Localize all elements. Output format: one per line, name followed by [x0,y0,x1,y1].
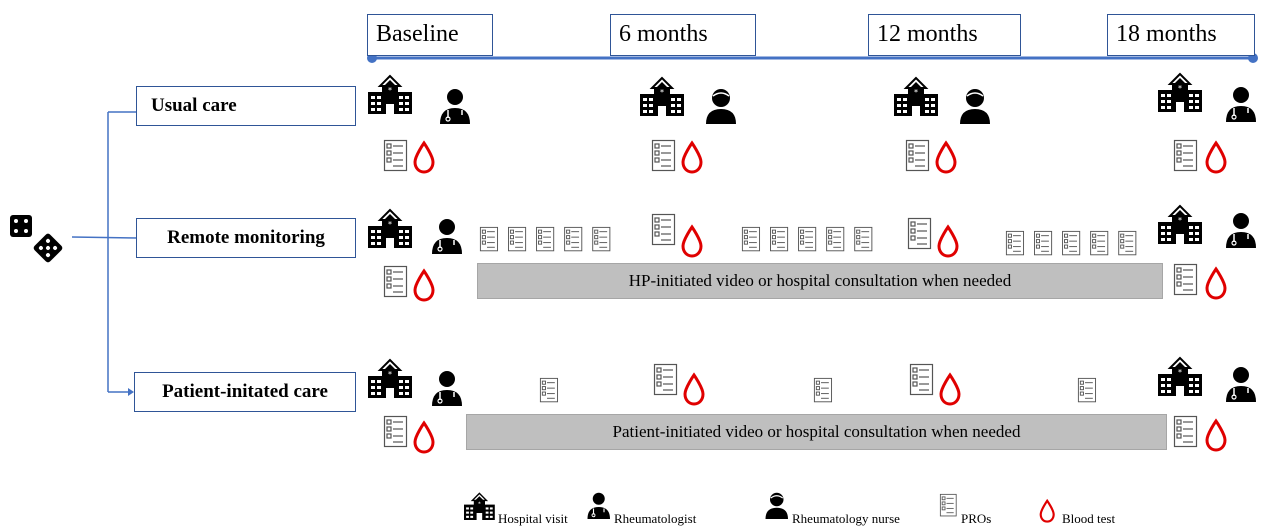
nurse-icon [959,88,991,125]
timepoint-6-months: 6 months [610,14,756,56]
hospital-icon [639,77,685,117]
pro-form-icon [383,415,408,448]
blood-drop-icon [935,141,957,174]
pro-form-icon [909,363,934,396]
blood-drop-icon [681,225,703,258]
blood-drop-icon [937,225,959,258]
timepoint-18-months: 18 months [1107,14,1255,56]
pro-form-group [741,226,873,252]
blood-drop-icon [939,373,961,406]
arm-usual-care: Usual care [136,86,356,126]
hospital-icon [1157,205,1203,245]
rheumatologist-icon [1225,86,1257,123]
timepoint-12-months: 12 months [868,14,1021,56]
pro-form-group [479,226,611,252]
hospital-icon [1157,357,1203,397]
rheumatologist-icon [586,492,611,520]
hospital-icon [893,77,939,117]
blood-drop-icon [1205,419,1227,452]
blood-drop-icon [683,373,705,406]
blood-drop-icon [413,269,435,302]
nurse-icon [705,88,737,125]
timepoint-baseline: Baseline [367,14,493,56]
legend-label-blood-test: Blood test [1062,511,1116,526]
pro-form-icon [813,377,833,403]
blood-drop-icon [1205,267,1227,300]
pro-form-icon [383,139,408,172]
hospital-icon [367,359,413,399]
rheumatologist-icon [431,370,463,407]
arm-patient-initiated-care: Patient-initated care [134,372,356,412]
blood-drop-icon [681,141,703,174]
remote-consultation-bar: HP-initiated video or hospital consultat… [477,263,1163,299]
pro-form-icon [1077,377,1097,403]
pro-form-icon [653,363,678,396]
blood-drop-icon [413,141,435,174]
rheumatologist-icon [1225,366,1257,403]
legend-label-pros: PROs [961,511,992,526]
pro-form-icon [1173,415,1198,448]
pro-form-icon [1173,139,1198,172]
pro-form-icon [1173,263,1198,296]
hospital-icon [367,75,413,115]
pro-form-icon [907,217,932,250]
legend-label-rheumatologist: Rheumatologist [614,511,697,526]
rheumatologist-icon [1225,212,1257,249]
hospital-icon [463,492,496,521]
pro-form-icon [651,139,676,172]
patient-consultation-bar: Patient-initiated video or hospital cons… [466,414,1167,450]
hospital-icon [1157,73,1203,113]
legend-label-hospital-visit: Hospital visit [498,511,568,526]
pro-form-icon [905,139,930,172]
rheumatologist-icon [431,218,463,255]
randomization-arrows [71,111,139,393]
blood-drop-icon [1039,499,1055,523]
rheumatologist-icon [439,88,471,125]
pro-form-icon [939,493,957,517]
arm-remote-monitoring: Remote monitoring [136,218,356,258]
blood-drop-icon [413,421,435,454]
pro-form-group [1005,230,1137,256]
legend-label-rheumatology-nurse: Rheumatology nurse [792,511,900,526]
pro-form-icon [383,265,408,298]
dice-icon [10,215,63,263]
hospital-icon [367,209,413,249]
nurse-icon [764,492,789,520]
blood-drop-icon [1205,141,1227,174]
pro-form-icon [651,213,676,246]
pro-form-icon [539,377,559,403]
